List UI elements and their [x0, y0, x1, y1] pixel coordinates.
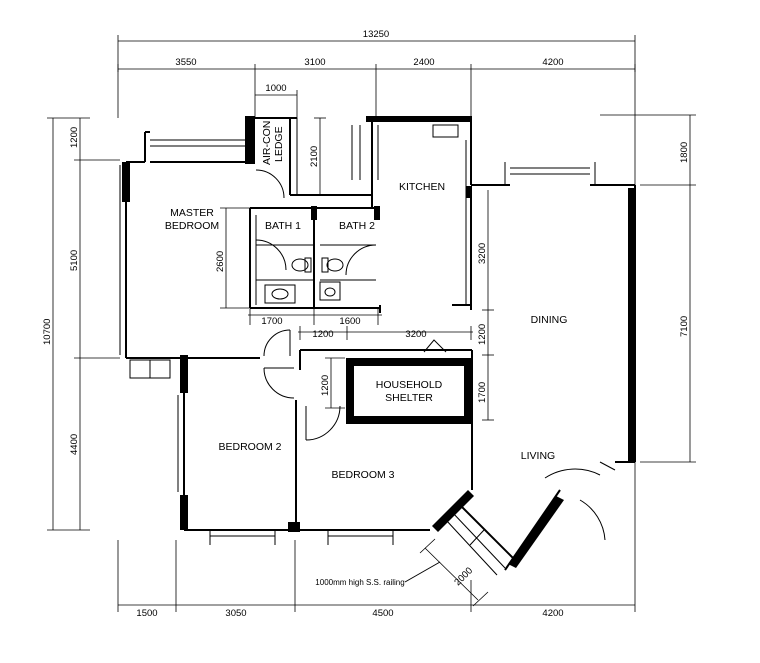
dim-middle-right-1: 1200 — [477, 324, 488, 345]
dining-label: DINING — [531, 314, 568, 326]
fixtures — [264, 257, 344, 304]
dimension-labels: 13250 3550 3100 2400 4200 1000 2100 1070… — [42, 29, 690, 619]
dim-kitchen-depth: 3200 — [477, 243, 488, 264]
dimension-lines — [47, 35, 696, 612]
room-labels: MASTER BEDROOM AIR-CON LEDGE BATH 1 BATH… — [165, 121, 568, 481]
dim-aircon-depth: 2100 — [309, 146, 320, 167]
dim-overall-width: 13250 — [363, 29, 389, 40]
dim-left-total: 10700 — [42, 319, 53, 345]
dim-right-2: 7100 — [679, 316, 690, 337]
dim-corridor-2: 3200 — [405, 329, 426, 340]
aircon-ledge-label: AIR-CON — [261, 121, 273, 165]
dim-corridor-1: 1200 — [312, 329, 333, 340]
dim-bottom-3: 4500 — [372, 608, 393, 619]
dim-top-4: 4200 — [542, 57, 563, 68]
dim-top-1: 3550 — [175, 57, 196, 68]
dim-bath-width-2: 1600 — [339, 316, 360, 327]
aircon-ledge-label-2: LEDGE — [273, 126, 285, 162]
bedroom2-label: BEDROOM 2 — [218, 441, 281, 453]
dim-left-2: 5100 — [69, 250, 80, 271]
dim-bottom-2: 3050 — [225, 608, 246, 619]
bath2-label: BATH 2 — [339, 220, 375, 232]
walls — [119, 116, 636, 576]
railing-note: 1000mm high S.S. railing — [315, 561, 441, 587]
master-bedroom-label-2: BEDROOM — [165, 220, 219, 232]
railing-note-text: 1000mm high S.S. railing — [315, 578, 404, 587]
household-shelter-label-2: SHELTER — [385, 392, 433, 404]
living-label: LIVING — [521, 450, 555, 462]
dim-bath-width-1: 1700 — [261, 316, 282, 327]
dim-right-1: 1800 — [679, 142, 690, 163]
dim-top-3: 2400 — [413, 57, 434, 68]
dim-left-1: 1200 — [69, 127, 80, 148]
dim-left-3: 4400 — [69, 434, 80, 455]
doors — [129, 125, 616, 541]
dim-top-2: 3100 — [304, 57, 325, 68]
kitchen-label: KITCHEN — [399, 181, 445, 193]
dim-aircon-width: 1000 — [265, 83, 286, 94]
household-shelter-label: HOUSEHOLD — [376, 379, 443, 391]
dim-bottom-1: 1500 — [136, 608, 157, 619]
dim-bath-height: 2600 — [215, 251, 226, 272]
master-bedroom-label: MASTER — [170, 207, 214, 219]
dim-shelter-height: 1200 — [320, 375, 331, 396]
dim-middle-right-2: 1700 — [477, 382, 488, 403]
dim-bottom-4: 4200 — [542, 608, 563, 619]
bedroom3-label: BEDROOM 3 — [331, 469, 394, 481]
bath1-label: BATH 1 — [265, 220, 301, 232]
dim-balcony-depth: 2000 — [452, 565, 475, 588]
